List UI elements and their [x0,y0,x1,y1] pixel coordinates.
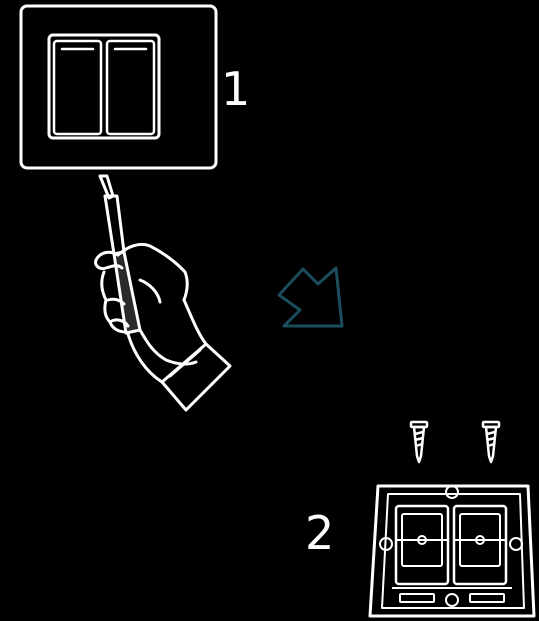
step-number-2: 2 [305,506,335,560]
screw-icon [409,420,429,464]
step-number-1: 1 [221,62,251,116]
hand-icon [94,242,232,412]
screw-icon [481,420,501,464]
double-rocker-switch-icon [19,4,218,170]
mounting-frame-icon [368,484,536,618]
arrow-down-right-icon [277,266,344,328]
